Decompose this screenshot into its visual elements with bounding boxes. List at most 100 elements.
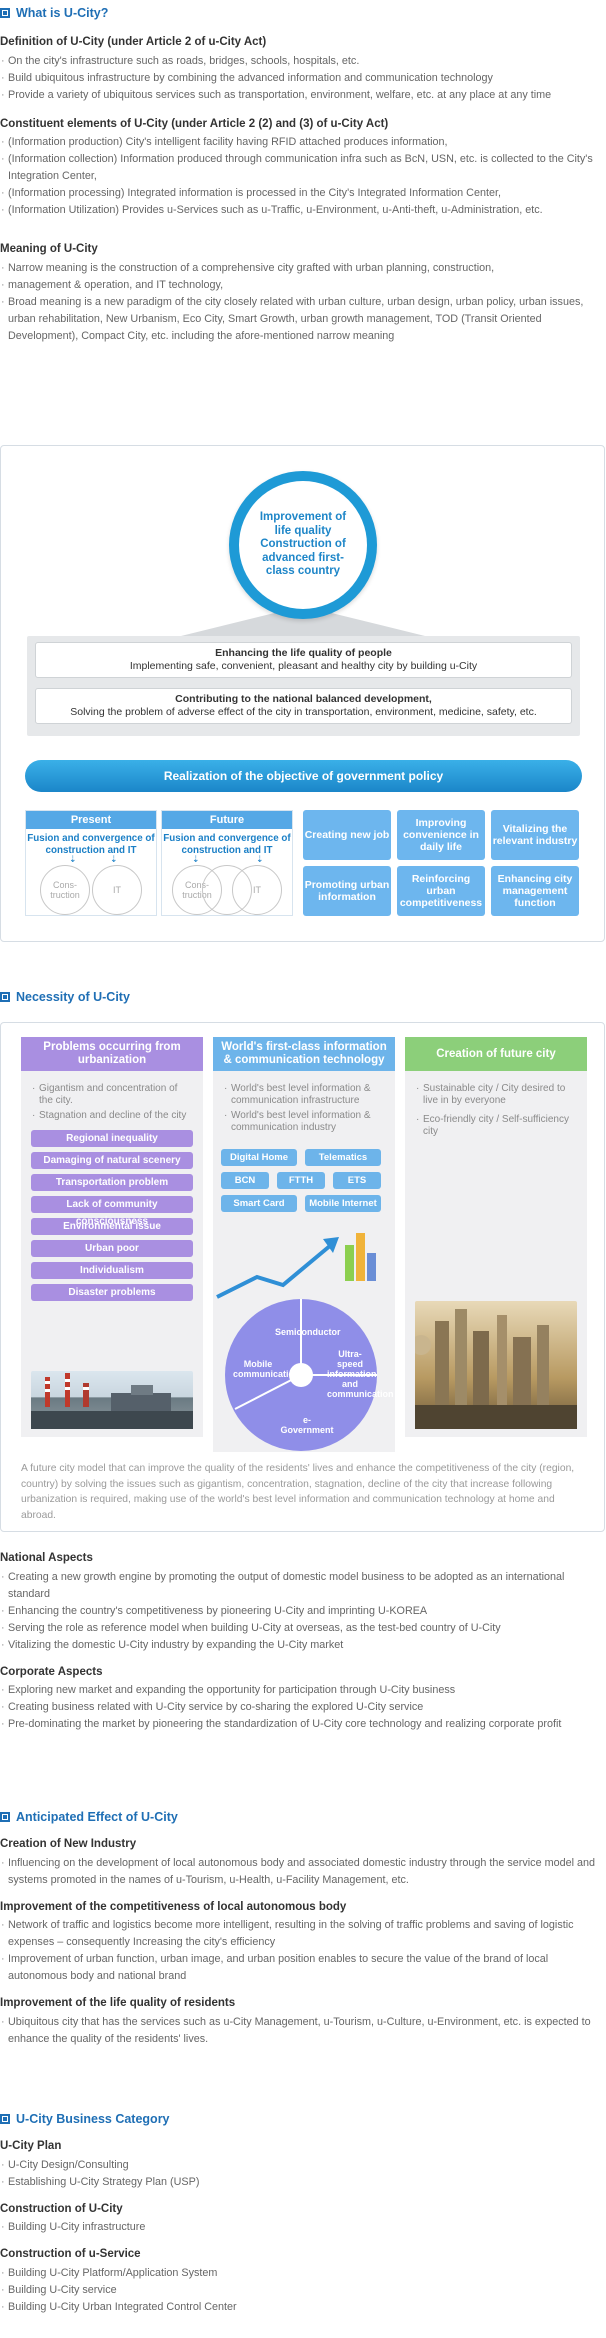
square-bullet-icon: [0, 1812, 10, 1823]
list-item: Building U-City Platform/Application Sys…: [0, 2265, 606, 2282]
definition-list: On the city's infrastructure such as roa…: [0, 53, 606, 104]
section-anticipated-effect: Anticipated Effect of U-City Creation of…: [0, 1808, 606, 2048]
list-item: management & operation, and IT technolog…: [0, 277, 606, 294]
tech-tag: ETS: [333, 1172, 381, 1189]
category-title: Construction of U-City: [0, 2202, 123, 2215]
problem-pill: Damaging of natural scenery: [31, 1151, 193, 1169]
future-city-column: Creation of future city Sustainable city…: [405, 1037, 587, 1437]
list-item: Gigantism and concentration of the city.: [31, 1083, 193, 1106]
list-item: Network of traffic and logistics become …: [0, 1917, 606, 1951]
goal-box-balanced-development: Contributing to the national balanced de…: [35, 688, 572, 724]
section-title: Anticipated Effect of U-City: [0, 1808, 606, 1826]
growth-arrow-icon: [216, 1233, 376, 1299]
tech-tag: Mobile Internet: [305, 1195, 381, 1212]
list-item: Provide a variety of ubiquitous services…: [0, 87, 606, 104]
list-item: Broad meaning is a new paradigm of the c…: [0, 294, 606, 345]
tech-tag: FTTH: [277, 1172, 325, 1189]
list-item: Building U-City Urban Integrated Control…: [0, 2299, 606, 2316]
ict-column: World's first-class information & commun…: [213, 1037, 395, 1452]
section-what-is-ucity: What is U-City? Definition of U-City (un…: [0, 4, 606, 345]
down-arrow-icon: ⇣: [256, 854, 264, 864]
industrial-photo: [31, 1371, 193, 1429]
problem-pill: Lack of community consciousness: [31, 1195, 193, 1227]
life-quality-circle: Improvement of life quality Construction…: [229, 471, 377, 619]
list-item: Eco-friendly city / Self-sufficiency cit…: [415, 1114, 577, 1137]
list-item: (Information collection) Information pro…: [0, 151, 606, 185]
list-item: (Information production) City's intellig…: [0, 134, 606, 151]
list-item: Exploring new market and expanding the o…: [0, 1682, 606, 1699]
meaning-list: Narrow meaning is the construction of a …: [0, 260, 606, 345]
tile-city-management: Enhancing city management function: [491, 866, 579, 916]
list-item: Enhancing the country's competitiveness …: [0, 1603, 606, 1620]
square-bullet-icon: [0, 992, 10, 1003]
down-arrow-icon: ⇣: [192, 854, 200, 864]
list-item: Serving the role as reference model when…: [0, 1620, 606, 1637]
circle-text: Improvement of life quality Construction…: [239, 481, 367, 609]
aspects-section: National Aspects Creating a new growth e…: [0, 1540, 606, 1733]
tile-industry: Vitalizing the relevant industry: [491, 810, 579, 860]
ict-pie-diagram: Semiconductor Ultra-speed information an…: [225, 1299, 394, 1451]
effect-title: Improvement of the competitiveness of lo…: [0, 1900, 347, 1913]
problem-pill: Regional inequality: [31, 1129, 193, 1147]
tech-tag: BCN: [221, 1172, 269, 1189]
square-bullet-icon: [0, 8, 10, 19]
policy-banner: Realization of the objective of governme…: [25, 760, 582, 792]
section-business-category: U-City Business Category U-City Plan U-C…: [0, 2110, 606, 2316]
meaning-title: Meaning of U-City: [0, 243, 98, 256]
effect-title: Creation of New Industry: [0, 1838, 137, 1851]
list-item: U-City Design/Consulting: [0, 2157, 606, 2174]
corporate-title: Corporate Aspects: [0, 1665, 103, 1678]
list-item: Build ubiquitous infrastructure by combi…: [0, 70, 606, 87]
it-circle: IT: [92, 865, 142, 915]
list-item: Stagnation and decline of the city: [31, 1110, 193, 1122]
necessity-diagram: Problems occurring from urbanization Gig…: [0, 1022, 605, 1532]
list-item: Pre-dominating the market by pioneering …: [0, 1716, 606, 1733]
category-title: Construction of u-Service: [0, 2248, 141, 2261]
list-item: Creating business related with U-City se…: [0, 1699, 606, 1716]
list-item: Influencing on the development of local …: [0, 1855, 606, 1889]
problem-pill: Urban poor: [31, 1239, 193, 1257]
tech-tag: Telematics: [305, 1149, 381, 1166]
list-item: Improvement of urban function, urban ima…: [0, 1951, 606, 1985]
list-item: Creating a new growth engine by promotin…: [0, 1569, 606, 1603]
list-item: Sustainable city / City desired to live …: [415, 1083, 577, 1106]
problem-pill: Disaster problems: [31, 1283, 193, 1301]
tile-urban-information: Promoting urban information: [303, 866, 391, 916]
problems-column: Problems occurring from urbanization Gig…: [21, 1037, 203, 1437]
definition-title: Definition of U-City (under Article 2 of…: [0, 36, 267, 49]
construction-circle: Cons- truction: [40, 865, 90, 915]
section-title: Necessity of U-City: [0, 988, 606, 1006]
effect-title: Improvement of the life quality of resid…: [0, 1997, 236, 2010]
future-city-photo: [411, 1301, 577, 1429]
constituent-title: Constituent elements of U-City (under Ar…: [0, 117, 389, 130]
national-title: National Aspects: [0, 1552, 93, 1564]
section-title: U-City Business Category: [0, 2110, 606, 2128]
it-circle: IT: [232, 865, 282, 915]
future-panel: Future Fusion and convergence of constru…: [161, 810, 293, 916]
down-arrow-icon: ⇣: [110, 854, 118, 864]
national-list: Creating a new growth engine by promotin…: [0, 1569, 606, 1654]
problem-pill: Environmental issue: [31, 1217, 193, 1235]
objective-diagram: Improvement of life quality Construction…: [0, 445, 605, 942]
tech-tag: Smart Card: [221, 1195, 297, 1212]
corporate-list: Exploring new market and expanding the o…: [0, 1682, 606, 1733]
tile-new-job: Creating new job: [303, 810, 391, 860]
list-item: Narrow meaning is the construction of a …: [0, 260, 606, 277]
section-necessity: Necessity of U-City: [0, 988, 606, 1012]
category-title: U-City Plan: [0, 2140, 62, 2153]
tile-competitiveness: Reinforcing urban competitiveness: [397, 866, 485, 916]
constituent-list: (Information production) City's intellig…: [0, 134, 606, 219]
down-arrow-icon: ⇣: [69, 854, 77, 864]
list-item: World's best level information & communi…: [223, 1110, 385, 1133]
list-item: Vitalizing the domestic U-City industry …: [0, 1637, 606, 1654]
problem-pill: Transportation problem: [31, 1173, 193, 1191]
list-item: Establishing U-City Strategy Plan (USP): [0, 2174, 606, 2191]
present-panel: Present Fusion and convergence of constr…: [25, 810, 157, 916]
diagram-caption: A future city model that can improve the…: [21, 1463, 575, 1521]
list-item: World's best level information & communi…: [223, 1083, 385, 1106]
section-title: What is U-City?: [0, 4, 606, 22]
tech-tag: Digital Home: [221, 1149, 297, 1166]
list-item: Building U-City infrastructure: [0, 2219, 606, 2236]
